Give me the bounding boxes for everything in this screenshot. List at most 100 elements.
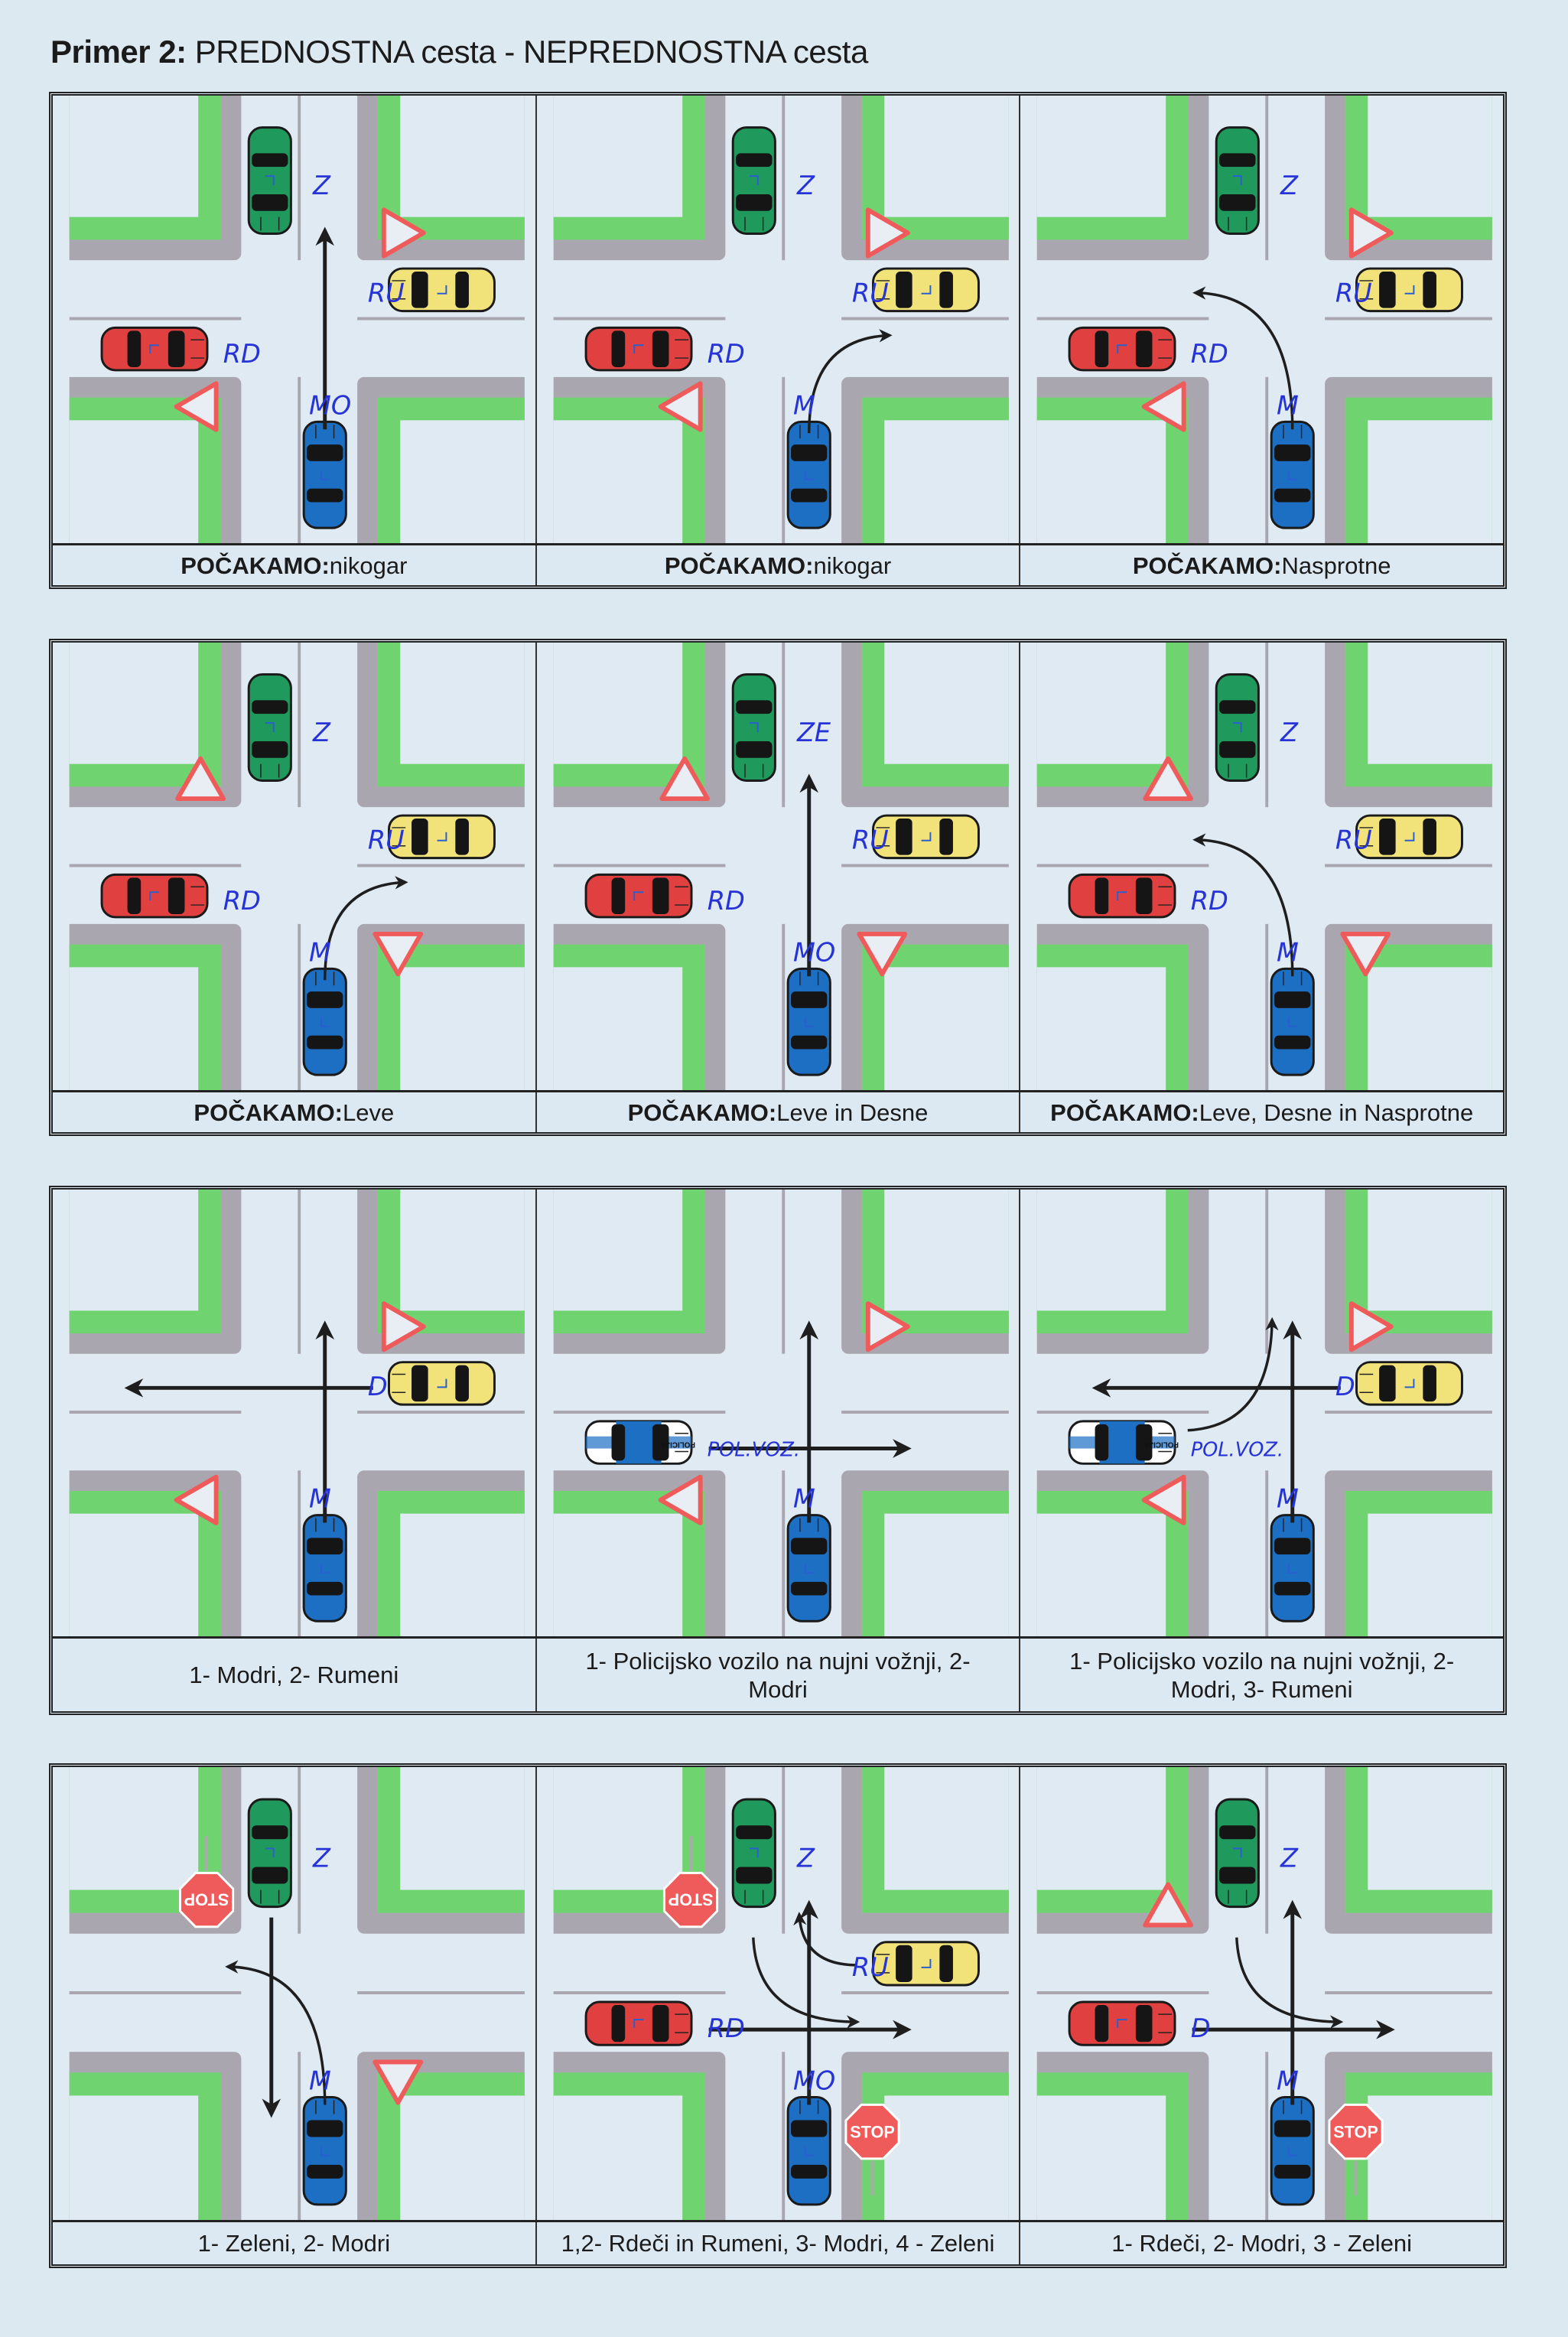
handwritten-label: M <box>309 2065 331 2095</box>
path-arrow-west-left <box>1188 1317 1279 1432</box>
police-lettering: POLICIJA <box>1144 1440 1179 1449</box>
corner-block-ne <box>841 643 1009 808</box>
learner-l-icon <box>804 470 814 480</box>
learner-l-icon <box>1117 2019 1127 2029</box>
blue-car <box>302 2095 347 2206</box>
corner-block-nw <box>69 96 242 261</box>
intersection-diagram: DM <box>53 1190 535 1636</box>
corner-block-sw <box>553 923 726 1090</box>
learner-l-icon <box>1404 832 1415 841</box>
stop-sign-icon: STOP <box>662 1836 718 1929</box>
corner-block-ne <box>841 1767 1009 1934</box>
learner-l-icon <box>921 1958 932 1968</box>
yield-sign-icon <box>372 931 424 977</box>
police-car: POLICIJA <box>1068 1420 1179 1465</box>
handwritten-label: RD <box>223 886 261 916</box>
handwritten-label: RU <box>852 1952 889 1982</box>
red-car <box>584 2000 693 2046</box>
learner-l-icon <box>1288 1017 1297 1027</box>
red-car <box>584 326 693 372</box>
path-arrow-south-left <box>225 1960 327 2105</box>
corner-block-ne <box>1325 96 1493 261</box>
green-car <box>247 673 292 782</box>
red-car <box>1068 2000 1176 2046</box>
blue-car <box>786 2095 831 2206</box>
learner-l-icon <box>749 722 759 732</box>
corner-block-sw <box>1037 1470 1209 1636</box>
handwritten-label: Z <box>1280 1843 1299 1873</box>
blue-car <box>1270 420 1316 529</box>
corner-block-ne <box>357 1190 525 1354</box>
corner-block-se <box>357 1470 525 1636</box>
path-arrow-north-left <box>1235 1937 1344 2029</box>
yield-sign-icon <box>659 756 710 802</box>
corner-block-sw <box>69 923 242 1090</box>
panel-caption: POČAKAMO: Leve in Desne <box>537 1092 1021 1132</box>
learner-l-icon <box>1233 1847 1243 1858</box>
yellow-car <box>1355 1361 1464 1406</box>
corner-block-ne <box>841 1190 1009 1354</box>
yield-sign-icon <box>1349 1301 1394 1352</box>
path-arrow-south-right <box>324 876 408 981</box>
yield-sign-icon <box>865 1301 910 1352</box>
yield-sign-icon <box>175 756 226 802</box>
red-car <box>100 873 209 919</box>
yellow-car <box>1355 267 1464 313</box>
intersection-road <box>1037 1190 1493 1636</box>
blue-car <box>1270 967 1316 1076</box>
panel-caption: POČAKAMO: Nasprotne <box>1132 552 1391 579</box>
handwritten-label: RU <box>852 825 889 855</box>
handwritten-label: POL.VOZ. <box>707 1438 799 1461</box>
handwritten-label: D <box>1335 1372 1355 1401</box>
green-car <box>247 126 292 235</box>
corner-block-sw <box>69 2052 242 2220</box>
handwritten-label: RU <box>368 278 405 308</box>
intersection-road <box>69 1767 525 2220</box>
learner-l-icon <box>1233 722 1243 732</box>
yellow-car <box>871 267 980 313</box>
corner-block-ne <box>357 643 525 808</box>
stop-sign-icon: STOP <box>178 1836 235 1929</box>
corner-block-nw <box>553 1190 726 1354</box>
yield-sign-icon <box>1143 1882 1194 1928</box>
corner-block-sw <box>553 2052 726 2220</box>
learner-l-icon <box>265 1847 275 1858</box>
caption-row: 1- Modri, 2- Rumeni 1- Policijsko vozilo … <box>53 1636 1503 1711</box>
panel-caption: 1- Modri, 2- Rumeni <box>53 1639 537 1711</box>
learner-l-icon <box>633 344 643 354</box>
learner-l-icon <box>633 891 643 901</box>
corner-block-se <box>841 376 1009 543</box>
red-car <box>1068 873 1176 919</box>
handwritten-label: M <box>1277 1484 1299 1514</box>
panel-caption: 1- Policijsko vozilo na nujni vožnji, 2-… <box>1069 1647 1455 1703</box>
learner-l-icon <box>804 1563 814 1574</box>
learner-l-icon <box>1288 1563 1297 1574</box>
blue-car <box>786 967 831 1076</box>
corner-block-nw <box>1037 96 1209 261</box>
handwritten-label: ZE <box>796 718 831 747</box>
handwritten-label: MO <box>793 2065 835 2095</box>
corner-block-se <box>841 1470 1009 1636</box>
intersection-road <box>553 96 1009 543</box>
handwritten-label: RD <box>707 2013 744 2043</box>
panel-caption: 1- Rdeči, 2- Modri, 3 - Zeleni <box>1111 2230 1413 2257</box>
blue-car <box>302 420 347 529</box>
stop-sign-icon: STOP <box>1328 2103 1384 2195</box>
handwritten-label: MO <box>793 937 835 967</box>
learner-l-icon <box>1117 344 1127 354</box>
handwritten-label: RU <box>1335 278 1372 308</box>
yield-sign-icon <box>1141 381 1186 432</box>
